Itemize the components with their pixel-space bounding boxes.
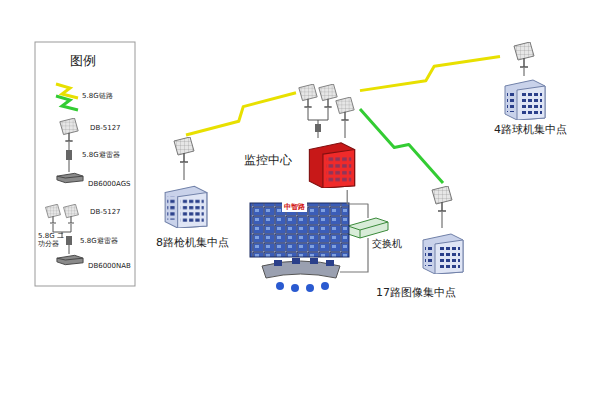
node-label: 8路枪机集中点 [156,235,229,250]
legend-text: DB-5127 [90,208,121,216]
node-label: 17路图像集中点 [376,285,456,300]
wireless-link [186,93,296,135]
site-building: 17路图像集中点 [418,183,468,275]
wireless-link [360,56,500,90]
node-label: 交换机 [372,237,402,251]
legend-text: DB6000AGS [88,180,131,188]
node-label: 监控中心 [244,152,292,169]
legend-text: DB-5127 [90,124,121,132]
legend-text: 5.8G避雷器 [82,150,120,160]
control-center: 监控中心 [296,82,360,190]
node-label: 4路球机集中点 [494,122,567,137]
network-switch: 交换机 [348,218,388,236]
legend-text: 5.8G避雷器 [80,236,118,246]
legend-text: 5.8G链路 [82,91,113,101]
wireless-link [360,109,443,183]
logo-text: 中智路 [282,202,307,212]
legend-text: DB6000NAB [88,262,131,270]
site-building: 4路球机集中点 [500,40,550,122]
legend-text: 5.8G 二功分器 [38,232,66,249]
cable-link [347,190,368,218]
legend-title: 图例 [70,52,96,70]
site-building: 8路枪机集中点 [160,135,212,230]
